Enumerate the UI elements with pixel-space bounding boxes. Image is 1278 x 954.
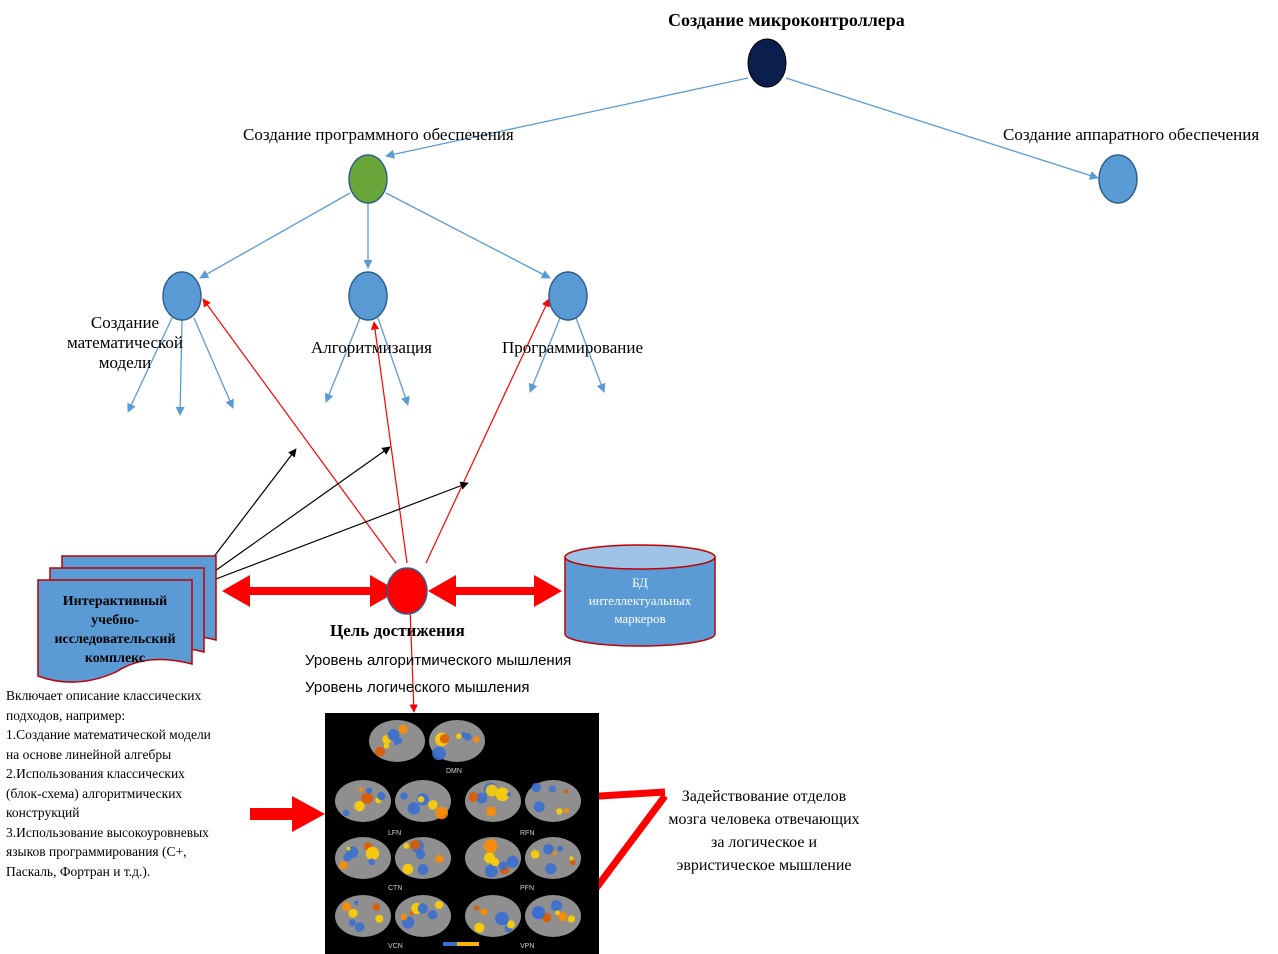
- brain-note-line: за логическое и: [711, 834, 817, 851]
- brain-slice: [525, 895, 581, 937]
- hardware-label: Создание аппаратного обеспечения: [1003, 125, 1260, 144]
- programming-label: Программирование: [502, 338, 643, 357]
- goal-label: Цель достижения: [330, 621, 465, 640]
- brain-note-line: эвристическое мышление: [676, 857, 852, 874]
- description-line: 3.Использование высокоуровневых: [6, 824, 209, 840]
- goal-level-logical: Уровень логического мышления: [305, 679, 530, 696]
- programming-node[interactable]: [548, 271, 588, 321]
- database-label: БД интеллектуальных маркеров: [566, 574, 714, 628]
- software-label: Создание программного обеспечения: [243, 125, 514, 144]
- brain-tag: DMN: [446, 768, 462, 775]
- brain-note: Задействование отделов мозга человека от…: [648, 785, 880, 877]
- colorbar-cool: [443, 942, 457, 946]
- brain-tag: PFN: [520, 885, 534, 892]
- brain-slice: [429, 720, 485, 762]
- brain-activation-image: DMN LFN RFN CTN PFN VCN VPN: [325, 713, 599, 954]
- brain-slice: [395, 895, 451, 937]
- brain-slice: [525, 780, 581, 822]
- complex-documents[interactable]: [37, 555, 217, 683]
- hardware-node[interactable]: [1098, 154, 1138, 204]
- goal-red-arrows: [202, 298, 550, 713]
- description-line: на основе линейной алгебры: [6, 746, 172, 762]
- database-line: БД: [632, 575, 648, 590]
- math-model-line: Создание: [90, 313, 160, 332]
- brain-note-line: мозга человека отвечающих: [668, 811, 860, 828]
- root-node[interactable]: [747, 38, 787, 88]
- colorbar: [443, 942, 479, 946]
- description-text: Включает описание классических подходов,…: [6, 686, 248, 881]
- complex-line: исследовательский: [54, 632, 176, 647]
- brain-slice: [335, 895, 391, 937]
- description-line: (блок-схема) алгоритмических: [6, 785, 183, 801]
- brain-slice: [465, 780, 521, 822]
- brain-slice: [395, 780, 451, 822]
- brain-note-line: Задействование отделов: [681, 788, 847, 805]
- description-line: 2.Использования классических: [6, 766, 185, 781]
- complex-line: Интерактивный: [62, 594, 168, 609]
- database-cylinder[interactable]: [564, 544, 716, 647]
- math-model-line: модели: [98, 353, 152, 372]
- database-line: интеллектуальных: [588, 593, 692, 608]
- brain-slice: [395, 837, 451, 879]
- math-model-node[interactable]: [162, 271, 202, 321]
- description-line: 1.Создание математической модели: [6, 727, 211, 742]
- root-label: Создание микроконтроллера: [668, 10, 905, 30]
- brain-tag: VPN: [520, 943, 535, 950]
- complex-label: Интерактивный учебно- исследовательский …: [40, 592, 190, 668]
- brain-tag: RFN: [520, 830, 535, 837]
- tree-edges: [127, 77, 1099, 416]
- math-model-label: Создание математической модели: [64, 313, 186, 373]
- brain-slice: [335, 837, 391, 879]
- brain-slice: [525, 837, 581, 879]
- description-line: подходов, например:: [6, 707, 126, 723]
- description-line: конструкций: [6, 805, 80, 820]
- math-model-line: математической: [66, 333, 184, 352]
- description-line: Паскаль, Фортран и т.д.).: [6, 863, 151, 879]
- software-node[interactable]: [348, 154, 388, 204]
- complex-line: учебно-: [91, 613, 139, 628]
- brain-tag: VCN: [388, 943, 403, 950]
- brain-slice: [465, 837, 521, 879]
- database-line: маркеров: [614, 611, 666, 626]
- brain-slice: [369, 720, 425, 762]
- brain-tag: CTN: [388, 885, 403, 892]
- thick-red-arrows: [222, 575, 668, 925]
- goal-level-algorithmic: Уровень алгоритмического мышления: [305, 652, 572, 669]
- algorithmization-node[interactable]: [348, 271, 388, 321]
- complex-line: комплекс: [84, 651, 146, 666]
- algorithmization-label: Алгоритмизация: [311, 338, 432, 357]
- goal-node[interactable]: [386, 567, 428, 615]
- brain-slice: [335, 780, 391, 822]
- brain-slice: [465, 895, 521, 937]
- brain-tag: LFN: [388, 830, 402, 837]
- description-line: языков программирования (С+,: [6, 844, 187, 859]
- complex-black-arrows: [199, 446, 469, 583]
- description-line: Включает описание классических: [6, 688, 202, 703]
